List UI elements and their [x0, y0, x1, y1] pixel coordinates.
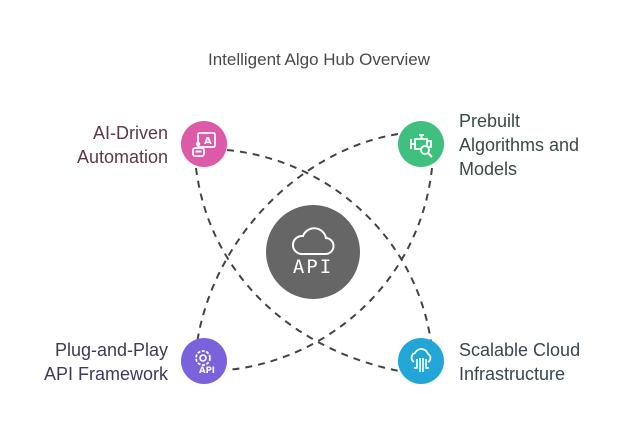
- presentation-robot-icon: A: [192, 132, 216, 157]
- label-line: Scalable Cloud: [459, 340, 581, 360]
- node-scalable-cloud: [398, 338, 444, 384]
- cloud-circuit-icon: [410, 348, 432, 372]
- label-line: Prebuilt: [459, 111, 521, 131]
- cloud-icon: [292, 227, 335, 255]
- diagram-title: Intelligent Algo Hub Overview: [207, 50, 431, 69]
- connector-ai-to-cloud-lower: [195, 167, 411, 374]
- label-ai-driven-automation: AI-Driven Automation: [77, 121, 168, 169]
- label-prebuilt-algorithms: Prebuilt Algorithms and Models: [459, 109, 579, 181]
- connector-prebuilt-to-api-upper: [195, 133, 399, 351]
- svg-text:A: A: [204, 136, 212, 147]
- label-scalable-cloud: Scalable Cloud Infrastructure: [459, 338, 580, 386]
- label-line: API Framework: [43, 364, 168, 384]
- gear-api-icon: API: [195, 350, 215, 376]
- svg-text:API: API: [199, 366, 215, 376]
- label-line: AI-Driven: [92, 123, 168, 143]
- label-plug-and-play-api: Plug-and-Play API Framework: [44, 338, 168, 386]
- label-line: Algorithms and: [459, 135, 580, 155]
- connector-ai-to-cloud-upper: [226, 149, 433, 351]
- node-ai-driven-automation: A: [181, 121, 227, 167]
- hub-label: API: [292, 256, 334, 278]
- label-line: Infrastructure: [459, 364, 566, 384]
- label-line: Models: [459, 159, 518, 179]
- label-line: Automation: [76, 147, 168, 167]
- node-prebuilt-algorithms: [398, 121, 444, 167]
- connector-prebuilt-to-api-lower: [226, 167, 433, 371]
- label-line: Plug-and-Play: [54, 340, 168, 360]
- engine-search-icon: [410, 134, 433, 158]
- central-hub: API: [266, 205, 360, 299]
- node-plug-and-play-api: API: [181, 338, 227, 384]
